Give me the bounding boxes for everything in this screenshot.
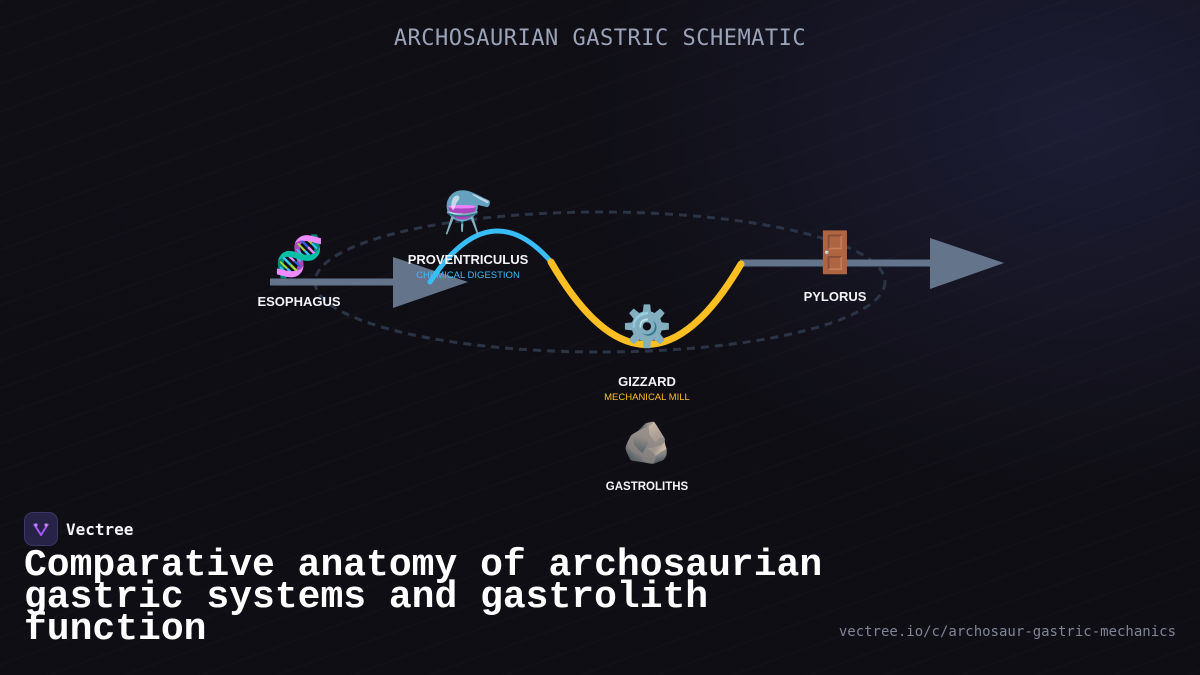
proventriculus-curve xyxy=(427,228,556,285)
flask-icon: ⚗️ xyxy=(443,189,493,236)
brand: Vectree xyxy=(24,512,133,546)
gizzard-sublabel: MECHANICAL MILL xyxy=(604,392,690,403)
pylorus-label: PYLORUS xyxy=(804,289,867,304)
pylorus-flow-arrow-head xyxy=(930,238,1004,289)
page-url: vectree.io/c/archosaur-gastric-mechanics xyxy=(838,624,1176,640)
gastroliths-label: GASTROLITHS xyxy=(606,481,689,493)
brand-name: Vectree xyxy=(66,519,134,539)
proventriculus-label: PROVENTRICULUS xyxy=(408,252,529,267)
page-headline: Comparative anatomy of archosaurian gast… xyxy=(24,544,823,651)
gear-icon: ⚙️ xyxy=(622,303,672,350)
proventriculus-sublabel: CHEMICAL DIGESTION xyxy=(416,270,520,281)
esophagus-label: ESOPHAGUS xyxy=(257,294,340,309)
gizzard-curve xyxy=(547,258,745,348)
dna-icon: 🧬 xyxy=(274,232,324,280)
vectree-logo-icon xyxy=(24,512,58,546)
diagram-title: ARCHOSAURIAN GASTRIC SCHEMATIC xyxy=(393,26,807,51)
rock-icon: 🪨 xyxy=(622,420,672,466)
gizzard-label: GIZZARD xyxy=(618,374,676,389)
door-icon: 🚪 xyxy=(810,229,860,276)
